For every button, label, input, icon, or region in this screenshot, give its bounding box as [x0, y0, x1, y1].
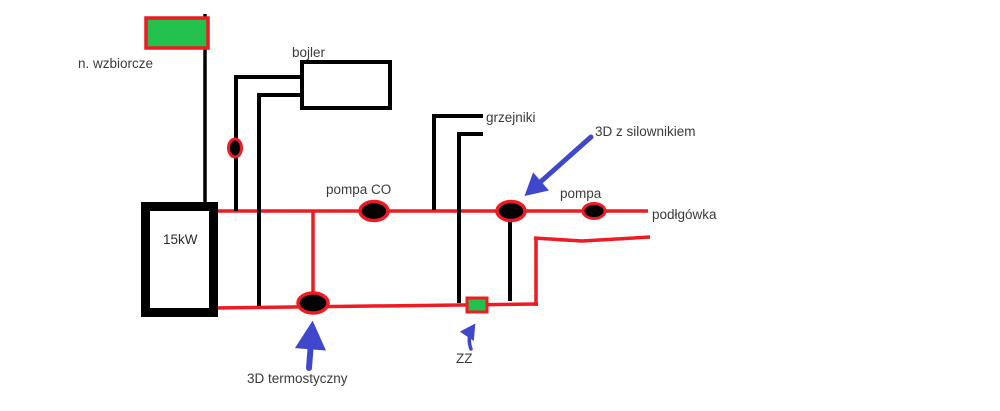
line-boiler-supply	[234, 75, 302, 211]
valve-actuator-label: 3D z silownikiem	[595, 124, 696, 139]
line-boiler-return	[257, 93, 302, 306]
boiler-power-label: 15kW	[163, 232, 198, 247]
expansion-vessel-label: n. wzbiorcze	[78, 56, 153, 71]
dhw-boiler-label: bojler	[292, 45, 326, 60]
boiler-15kw-box	[141, 202, 218, 317]
pump-co-icon	[358, 199, 390, 223]
pump-boiler-circ-icon	[227, 137, 243, 159]
zz-valve-box	[465, 296, 489, 314]
line-radiators-return	[457, 132, 483, 303]
pump-floor-label: pompa	[560, 186, 602, 201]
dhw-boiler-box	[300, 60, 392, 110]
arrow-to-zz-valve-icon	[459, 323, 476, 351]
pipe-underfloor-return	[533, 235, 651, 243]
valve-3d-actuator-icon	[495, 199, 527, 223]
underfloor-label: podłgówka	[652, 207, 717, 222]
pipe-return-main	[213, 302, 539, 310]
valve-thermostatic-label: 3D termostyczny	[247, 371, 348, 386]
line-radiators-supply	[432, 114, 483, 210]
pump-floor-icon	[581, 202, 607, 220]
expansion-vessel-box	[144, 16, 210, 50]
valve-3d-thermostatic-icon	[296, 291, 330, 315]
arrow-to-thermostatic-valve-icon	[294, 320, 326, 371]
arrow-to-actuator-valve-icon	[524, 134, 594, 196]
radiators-label: grzejniki	[486, 110, 536, 125]
pump-co-label: pompa CO	[326, 182, 391, 197]
zz-valve-label: ZZ	[456, 351, 473, 366]
